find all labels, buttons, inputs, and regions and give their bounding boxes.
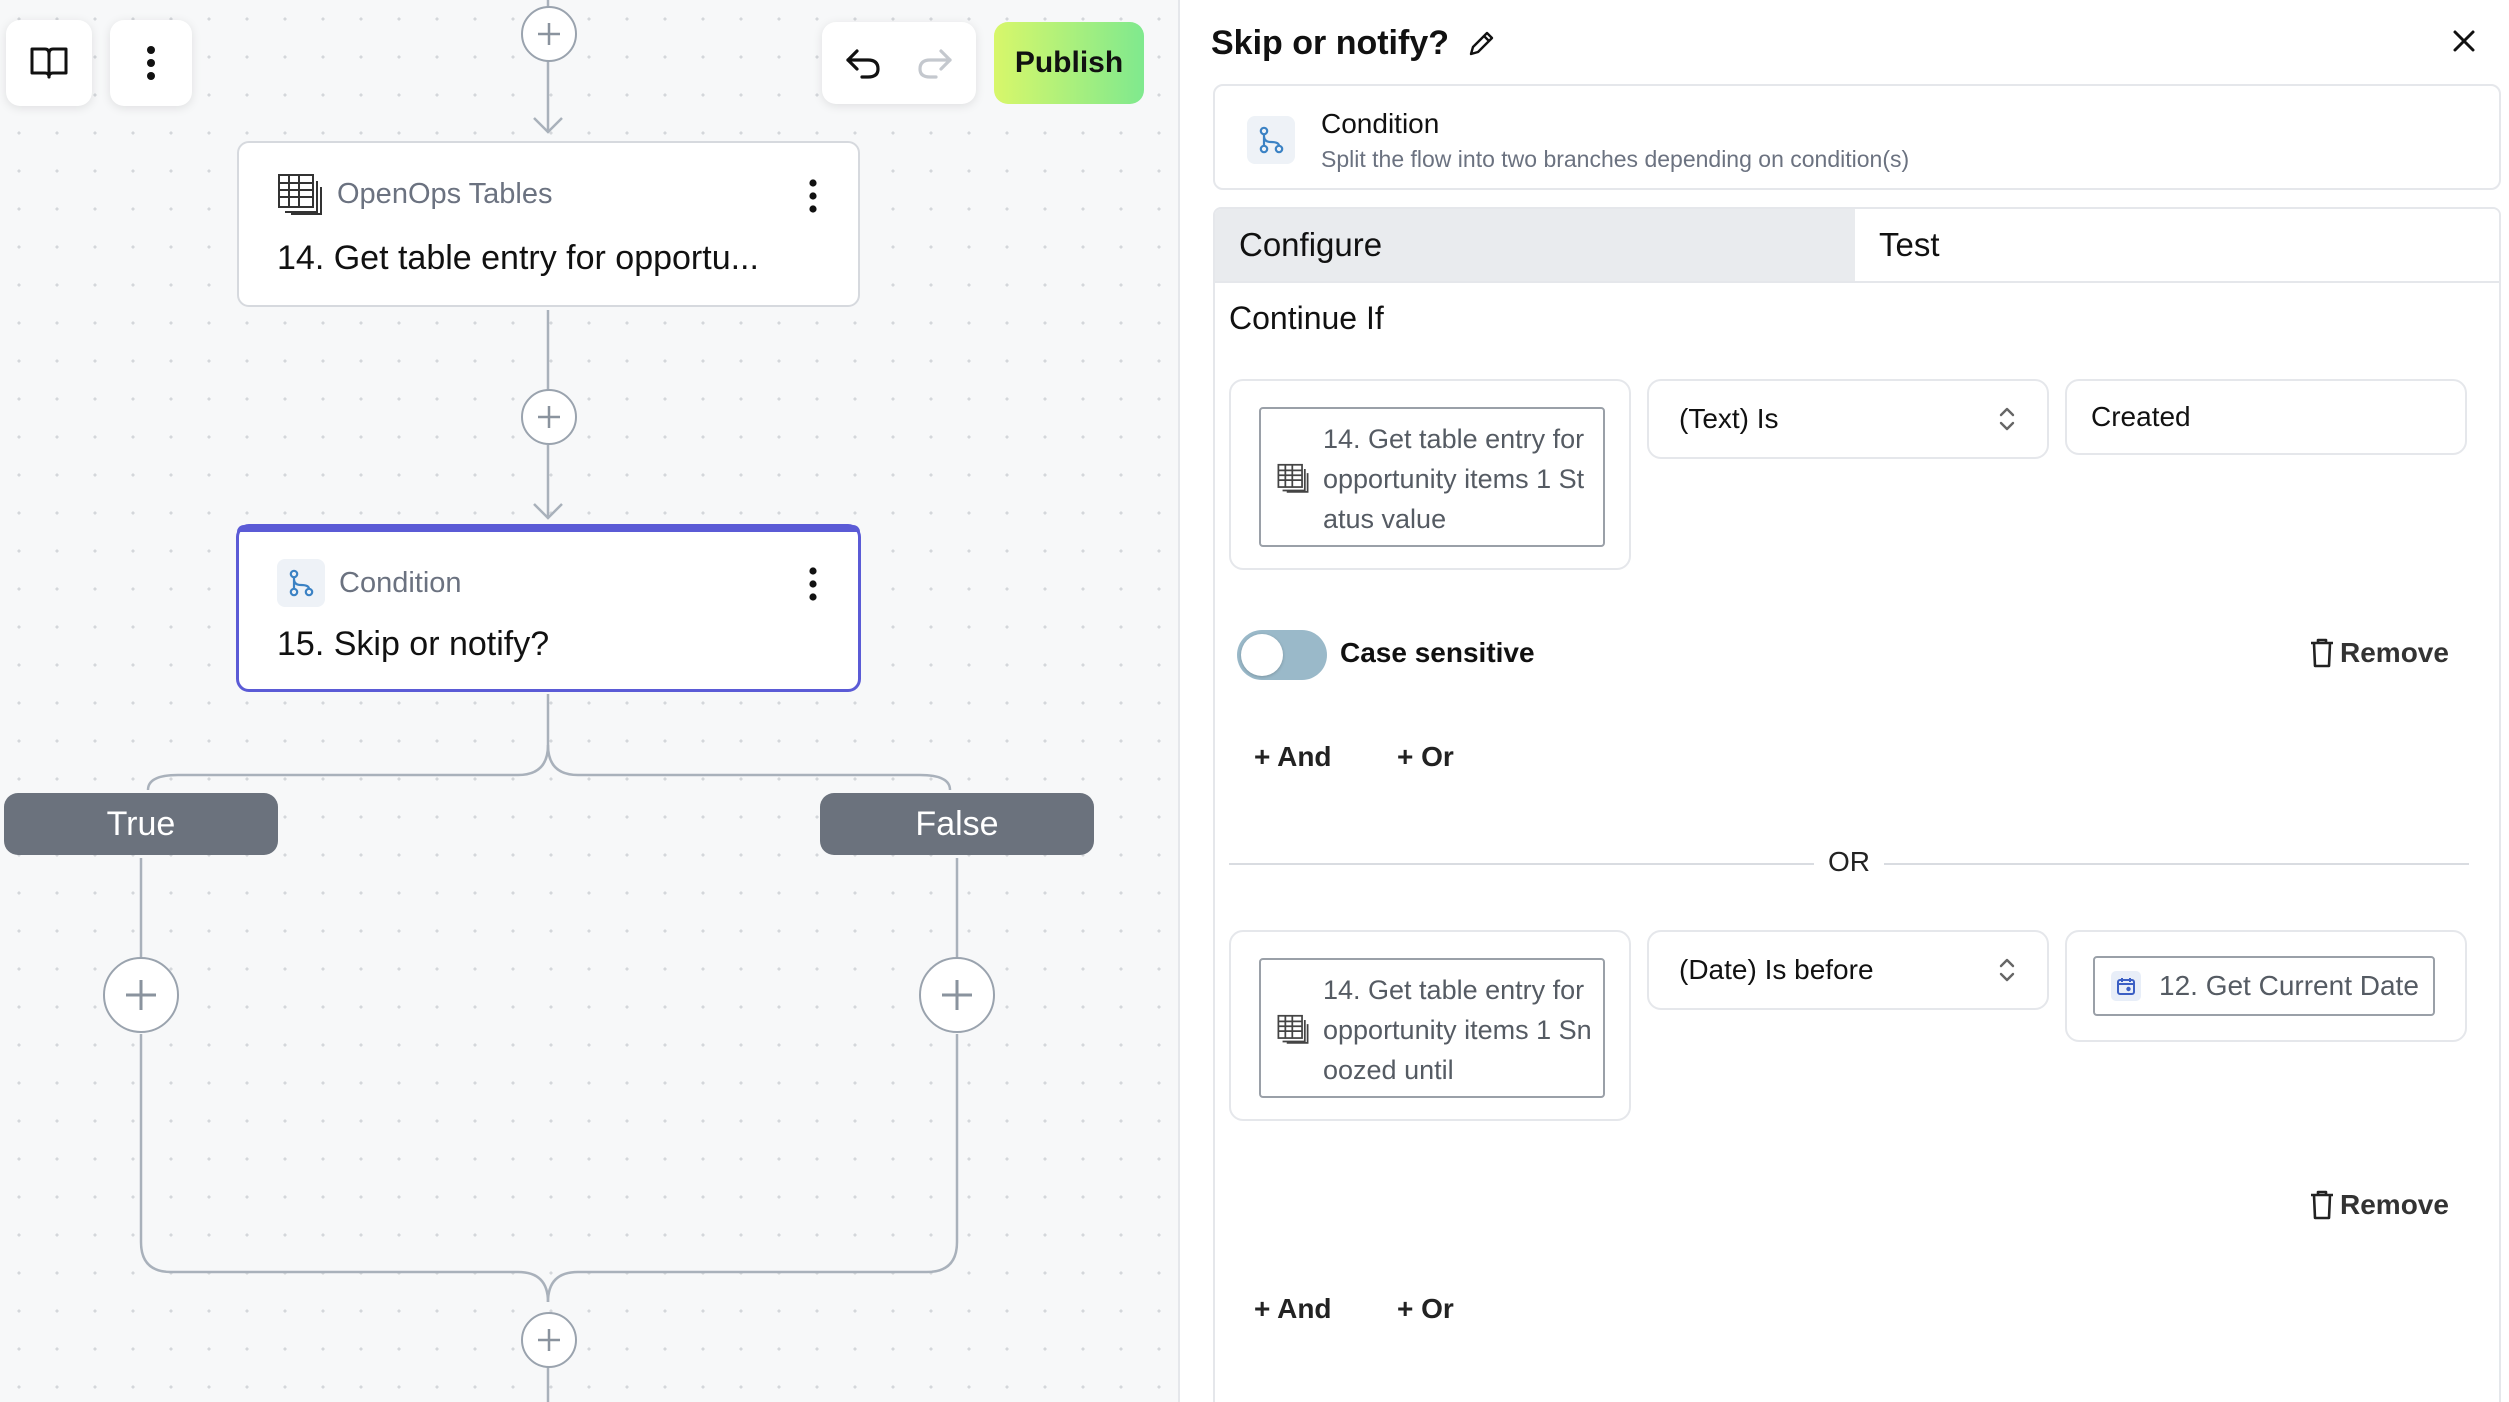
piece-name: Condition bbox=[1321, 108, 1440, 139]
divider-line-right bbox=[1884, 863, 2469, 865]
condition-icon-wrap bbox=[1247, 116, 1295, 164]
remove-condition-button[interactable]: Remove bbox=[2308, 637, 2449, 669]
panel-title: Skip or notify? bbox=[1211, 24, 1497, 63]
plus-icon bbox=[942, 980, 972, 1010]
piece-info-card: Condition Split the flow into two branch… bbox=[1213, 84, 2501, 190]
branch-icon bbox=[1259, 126, 1284, 154]
trash-icon bbox=[2311, 1190, 2333, 1220]
chevron-up-down-icon bbox=[1999, 407, 2015, 431]
more-vertical-icon bbox=[147, 46, 155, 80]
branch-true-text: True bbox=[106, 804, 176, 843]
step-card-header: Condition bbox=[277, 559, 462, 607]
step-card-14[interactable]: OpenOps Tables 14. Get table entry for o… bbox=[237, 141, 860, 307]
step-card-header: OpenOps Tables bbox=[277, 173, 553, 215]
add-step-button-false-branch[interactable] bbox=[919, 957, 995, 1033]
second-value-text: 12. Get Current Date bbox=[2159, 970, 2419, 1001]
add-step-button-true-branch[interactable] bbox=[103, 957, 179, 1033]
remove-label: Remove bbox=[2340, 637, 2449, 668]
chevron-up-down-icon bbox=[1999, 958, 2015, 982]
continue-if-label: Continue If bbox=[1229, 300, 1384, 336]
operator-select[interactable]: (Date) Is before bbox=[1647, 930, 2049, 1010]
first-value-text: 14. Get table entry for opportunity item… bbox=[1323, 975, 1592, 1085]
first-value-text: 14. Get table entry for opportunity item… bbox=[1323, 424, 1585, 534]
docs-button[interactable] bbox=[6, 20, 92, 106]
trash-icon bbox=[2311, 638, 2333, 668]
add-or-button[interactable]: + Or bbox=[1397, 1293, 1454, 1324]
add-step-button-top[interactable] bbox=[521, 6, 577, 62]
step-menu-icon[interactable] bbox=[808, 567, 818, 601]
add-and-button[interactable]: + And bbox=[1254, 1293, 1332, 1324]
branch-false-text: False bbox=[915, 804, 999, 843]
second-value-token[interactable]: 12. Get Current Date bbox=[2093, 956, 2435, 1016]
second-value-text: Created bbox=[2091, 401, 2191, 432]
condition-icon-wrap bbox=[277, 559, 325, 607]
redo-icon[interactable] bbox=[914, 45, 954, 81]
plus-icon bbox=[126, 980, 156, 1010]
remove-condition-button[interactable]: Remove bbox=[2308, 1189, 2449, 1221]
first-value-field[interactable]: 14. Get table entry for opportunity item… bbox=[1229, 930, 1631, 1121]
step-title: 14. Get table entry for opportu... bbox=[277, 239, 759, 277]
branch-label-false: False bbox=[820, 793, 1094, 855]
operator-select[interactable]: (Text) Is bbox=[1647, 379, 2049, 459]
or-divider: OR bbox=[1229, 846, 2469, 880]
tab-test[interactable]: Test bbox=[1855, 209, 2499, 281]
table-icon bbox=[1277, 1014, 1309, 1044]
publish-button[interactable]: Publish bbox=[994, 22, 1144, 104]
operator-value: (Date) Is before bbox=[1679, 954, 1874, 985]
calendar-icon bbox=[2117, 978, 2135, 995]
calendar-icon-wrap bbox=[2111, 971, 2141, 1001]
first-value-token[interactable]: 14. Get table entry for opportunity item… bbox=[1259, 958, 1605, 1098]
flow-connectors bbox=[139, 0, 959, 1402]
step-title: 15. Skip or notify? bbox=[277, 625, 550, 663]
operator-value: (Text) Is bbox=[1679, 403, 1779, 434]
remove-label: Remove bbox=[2340, 1189, 2449, 1220]
more-options-button[interactable] bbox=[110, 20, 192, 106]
undo-redo-group bbox=[822, 22, 976, 104]
close-icon[interactable] bbox=[2449, 26, 2479, 56]
piece-description: Split the flow into two branches dependi… bbox=[1321, 146, 1910, 172]
flow-canvas[interactable]: Publish OpenOps Tables 14. Get table ent… bbox=[0, 0, 1178, 1402]
first-value-field[interactable]: 14. Get table entry for opportunity item… bbox=[1229, 379, 1631, 570]
or-divider-label: OR bbox=[1828, 846, 1870, 877]
plus-icon bbox=[538, 23, 560, 45]
branch-label-true: True bbox=[4, 793, 278, 855]
table-icon bbox=[1277, 463, 1309, 493]
publish-label: Publish bbox=[1014, 46, 1124, 79]
step-piece-name: Condition bbox=[339, 566, 462, 599]
divider-line-left bbox=[1229, 863, 1814, 865]
configure-body bbox=[1213, 281, 2501, 1402]
add-and-button[interactable]: + And bbox=[1254, 741, 1332, 772]
add-or-button[interactable]: + Or bbox=[1397, 741, 1454, 772]
step-piece-name: OpenOps Tables bbox=[337, 177, 553, 210]
case-sensitive-toggle[interactable] bbox=[1237, 630, 1327, 680]
second-value-field[interactable]: Created bbox=[2065, 379, 2467, 455]
first-value-token[interactable]: 14. Get table entry for opportunity item… bbox=[1259, 407, 1605, 547]
undo-icon[interactable] bbox=[844, 45, 884, 81]
add-step-button-14-15[interactable] bbox=[521, 389, 577, 445]
edit-pencil-icon[interactable] bbox=[1465, 28, 1497, 60]
plus-icon bbox=[538, 406, 560, 428]
step-card-15[interactable]: Condition 15. Skip or notify? bbox=[237, 525, 860, 691]
book-icon bbox=[30, 47, 68, 79]
step-settings-panel: Skip or notify? Condition Split the flow… bbox=[1178, 0, 2509, 1402]
case-sensitive-label: Case sensitive bbox=[1340, 637, 1535, 668]
table-icon bbox=[278, 174, 322, 215]
branch-icon bbox=[289, 569, 314, 597]
tab-configure[interactable]: Configure bbox=[1215, 209, 1855, 281]
step-menu-icon[interactable] bbox=[808, 179, 818, 213]
second-value-field[interactable]: 12. Get Current Date bbox=[2065, 930, 2467, 1042]
panel-title-text: Skip or notify? bbox=[1211, 24, 1449, 62]
panel-tabs: Configure Test bbox=[1213, 207, 2501, 283]
plus-icon bbox=[538, 1329, 560, 1351]
add-step-button-after-condition[interactable] bbox=[521, 1312, 577, 1368]
toggle-knob bbox=[1241, 634, 1283, 676]
